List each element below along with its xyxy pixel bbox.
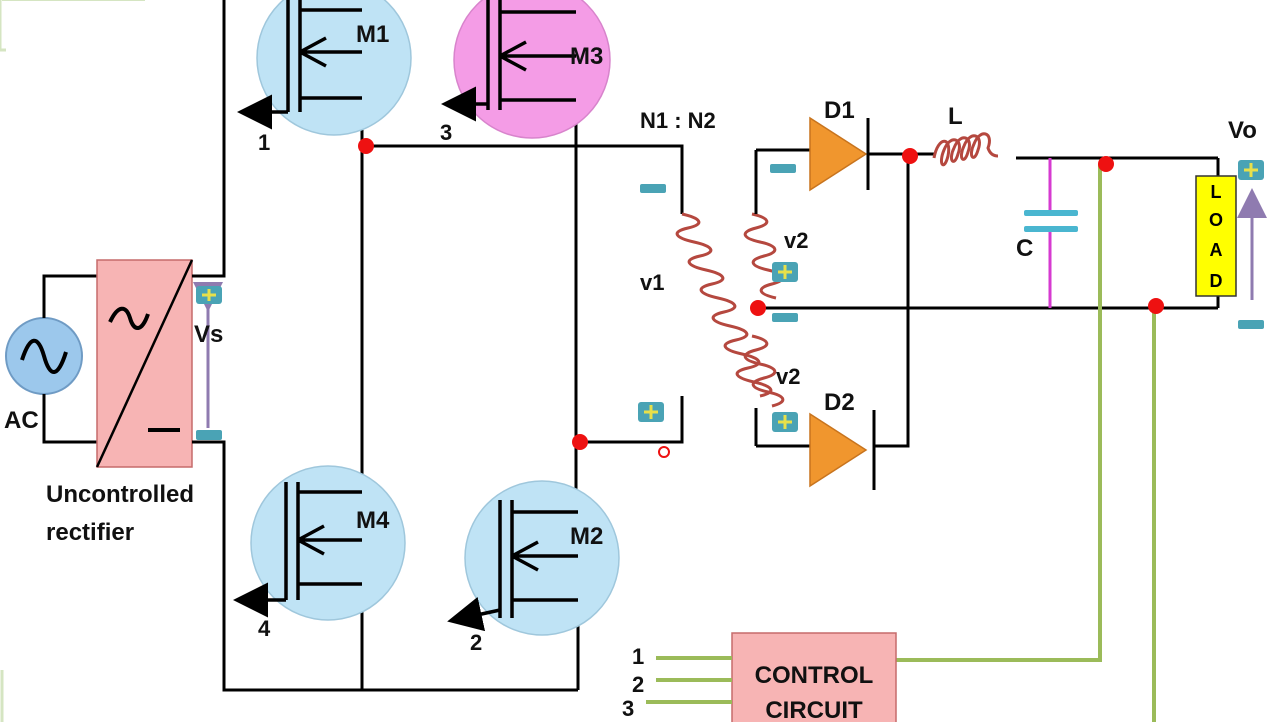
sine-wave-icon	[20, 338, 68, 374]
load-letter-4: D	[1210, 271, 1223, 291]
load-letter-1: L	[1211, 182, 1222, 202]
node-return-sense	[1148, 298, 1164, 314]
m3-gate-label: 3	[440, 120, 452, 145]
load-letter-3: A	[1210, 240, 1223, 260]
m4-gate-label: 4	[258, 616, 271, 641]
d2-cathode-wire	[874, 154, 910, 448]
d2-plus-sign	[772, 412, 798, 432]
turns-ratio-label: N1 : N2	[640, 108, 716, 133]
control-line-2: CIRCUIT	[765, 697, 863, 722]
vo-minus-sign	[1238, 320, 1264, 329]
d1-minus-sign	[770, 164, 796, 173]
load-resistor	[1195, 175, 1237, 297]
secondary-top-winding	[743, 212, 785, 300]
ac-label: AC	[4, 407, 39, 434]
d1-label: D1	[824, 97, 855, 124]
rectifier-caption-1: Uncontrolled	[46, 481, 194, 508]
mosfet-m1	[237, 0, 412, 136]
control-circuit-box	[731, 632, 897, 727]
load-letter-2: O	[1209, 210, 1223, 230]
node-diode-join	[902, 148, 918, 164]
m1-label: M1	[356, 21, 389, 48]
inductor-l	[932, 132, 999, 167]
vo-label: Vo	[1228, 117, 1257, 144]
m1-gate-label: 1	[258, 130, 270, 155]
control-output-3-label: 3	[622, 696, 634, 721]
diode-d2	[809, 410, 876, 490]
v1-label: v1	[640, 270, 664, 295]
d2-label: D2	[824, 389, 855, 416]
rectifier-ac-symbol-icon	[108, 306, 150, 330]
primary-top-wire	[362, 144, 684, 214]
node-center-tap	[750, 300, 766, 316]
inductor-label: L	[948, 103, 963, 130]
vo-plus-sign	[1238, 160, 1264, 180]
control-output-1-label: 1	[632, 644, 644, 669]
node-leg-a	[358, 138, 374, 154]
primary-minus-sign	[640, 184, 666, 193]
control-line-1: CONTROL	[755, 662, 874, 689]
vs-minus-sign	[196, 430, 222, 440]
uncontrolled-rectifier	[95, 259, 194, 468]
node-leg-b	[572, 434, 588, 450]
v2-top-label: v2	[784, 228, 808, 253]
m2-label: M2	[570, 523, 603, 550]
mosfet-m3	[441, 0, 611, 139]
primary-bottom-wire	[576, 400, 684, 444]
ac-source	[5, 317, 83, 395]
cursor-marker	[658, 446, 670, 458]
ac-top-wire	[42, 274, 98, 318]
rectifier-caption-2: rectifier	[46, 519, 134, 546]
primary-plus-sign	[638, 402, 664, 422]
dc-positive-rail	[192, 0, 226, 278]
frame-corner-top	[0, 0, 6, 52]
diode-d1	[809, 116, 870, 192]
mosfet-m2	[447, 480, 620, 636]
node-output-sense	[1098, 156, 1114, 172]
mosfet-m4	[233, 465, 406, 621]
v2-bottom-minus-sign	[772, 313, 798, 322]
m3-label: M3	[570, 43, 603, 70]
secondary-bottom-winding	[743, 334, 785, 408]
capacitor-label: C	[1016, 235, 1033, 262]
control-output-2-label: 2	[632, 672, 644, 697]
m4-label: M4	[356, 507, 390, 534]
feedback-wire-vo	[896, 164, 1102, 662]
vs-plus-sign	[196, 286, 222, 304]
capacitor-c	[1024, 158, 1078, 308]
primary-winding	[675, 212, 773, 398]
ac-bottom-wire	[42, 394, 98, 444]
v2-bottom-label: v2	[776, 364, 800, 389]
v2-top-plus-sign	[772, 262, 798, 282]
m2-gate-label: 2	[470, 630, 482, 655]
vs-label: Vs	[194, 321, 223, 348]
dc-negative-rail	[192, 440, 578, 692]
